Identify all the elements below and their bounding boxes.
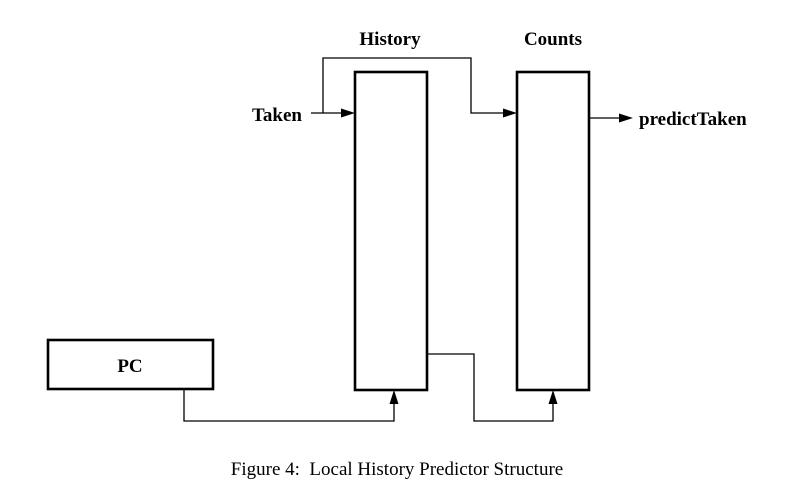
pc-to-history-arrowhead — [389, 390, 399, 404]
counts-table — [515, 70, 591, 392]
history-feedback-wire — [322, 57, 503, 114]
history-to-counts-wire — [427, 353, 554, 422]
figure-caption: Figure 4: Local History Predictor Struct… — [231, 459, 563, 480]
counts-table-label: Counts — [524, 29, 582, 50]
pc-label: PC — [117, 356, 142, 377]
taken-label: Taken — [252, 105, 302, 126]
history-to-counts-arrowhead — [548, 390, 558, 404]
counts-input-arrowhead — [503, 108, 517, 118]
pc-register — [46, 338, 215, 391]
history-table — [353, 70, 429, 392]
taken-arrowhead — [341, 108, 355, 118]
predict-arrowhead — [619, 113, 633, 123]
pc-to-history-wire — [183, 389, 395, 422]
history-table-label: History — [359, 29, 421, 50]
predict-taken-label: predictTaken — [639, 109, 747, 130]
